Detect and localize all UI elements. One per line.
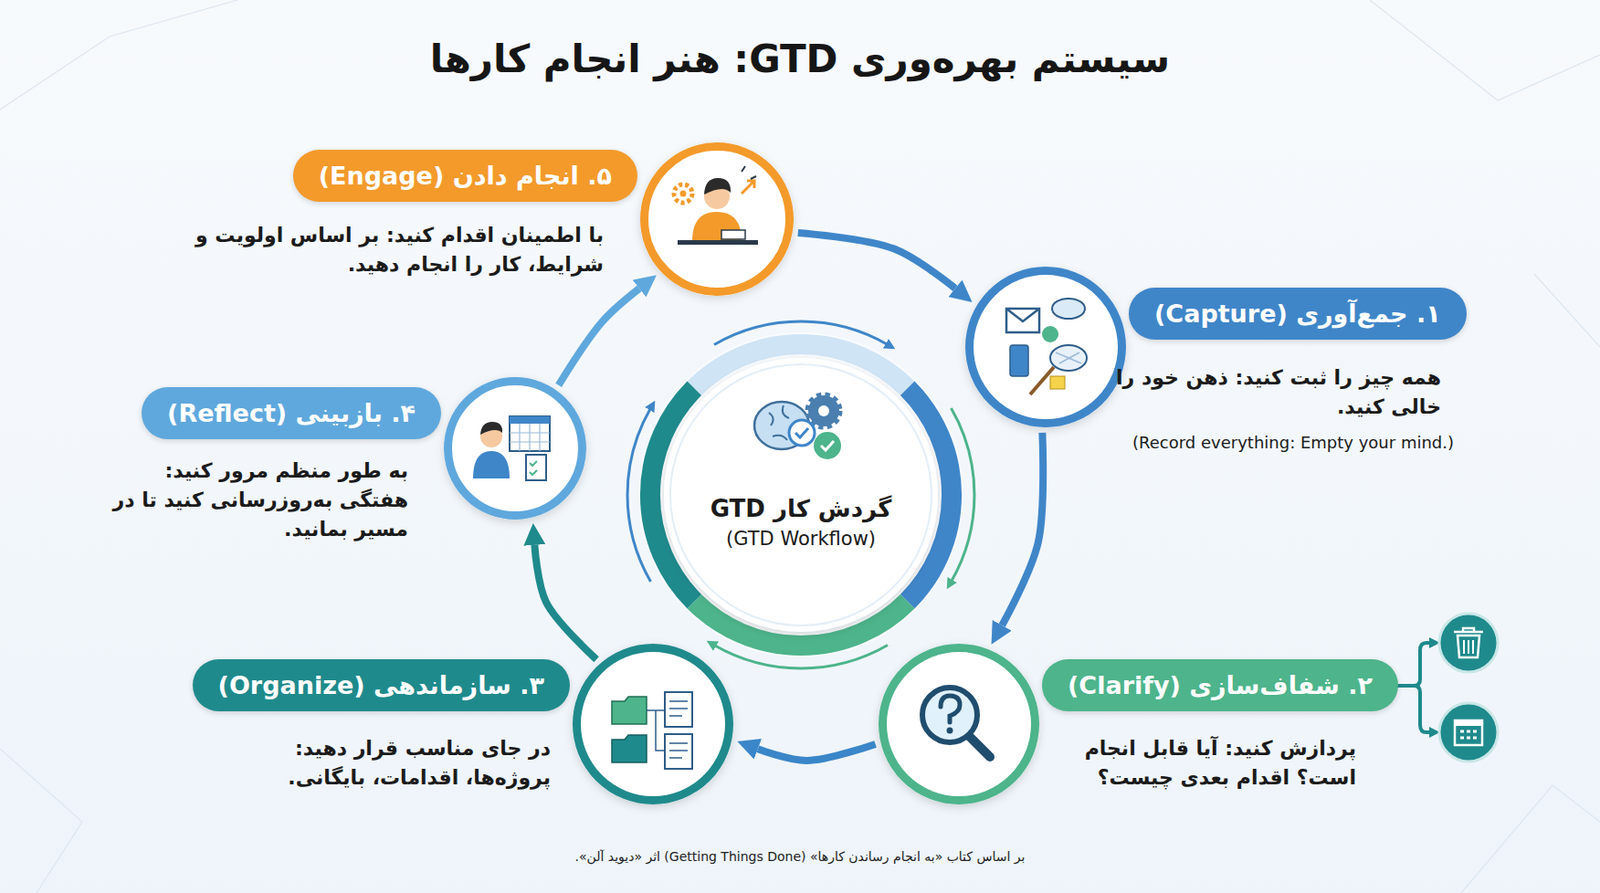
capture-icon: [1006, 298, 1087, 395]
page-title: سیستم بهره‌وری GTD: هنر انجام کارها: [0, 36, 1600, 82]
text-holder: ۴. بازبینی (Reflect): [141, 387, 442, 440]
engage-icon: [673, 166, 758, 245]
stage-translation: (Record everything: Empty your mind.): [1052, 431, 1454, 454]
stage-heading: ۴. بازبینی (Reflect): [141, 387, 442, 440]
stage-circle: ۵. انجام دادن (Engage)با اطمینان اقدام ک…: [640, 142, 794, 296]
stage-heading: ۲. شفاف‌سازی (Clarify): [1042, 659, 1399, 712]
flow-arrow: [534, 545, 597, 660]
text-holder: ۱. جمع‌آوری (Capture): [1128, 287, 1467, 340]
stage-circle: ۴. بازبینی (Reflect)به طور منظم مرور کنی…: [443, 377, 587, 520]
text-holder: (GTD Workflow): [726, 522, 876, 550]
text-holder: بر اساس کتاب «به انجام رساندن کارها» (Ge…: [0, 849, 1600, 864]
stage-heading: ۱. جمع‌آوری (Capture): [1128, 287, 1467, 340]
trash-icon: [1439, 613, 1498, 673]
stage-description: پردازش کنید: آیا قابل انجام است؟ اقدام ب…: [1054, 734, 1357, 793]
stage-description: در جای مناسب قرار دهید: پروژه‌ها، اقداما…: [240, 734, 551, 793]
text-holder: همه چیز را ثبت کنید: ذهن خود را خالی کنی…: [1075, 363, 1442, 422]
stage-description: با اطمینان اقدام کنید: بر اساس اولویت و …: [165, 221, 604, 280]
reflect-icon: [473, 416, 550, 481]
flow-arrow: [558, 288, 640, 386]
calendar-icon: [1439, 703, 1498, 762]
clarify-branch: [1397, 642, 1431, 733]
text-holder: ۲. شفاف‌سازی (Clarify): [1042, 659, 1399, 712]
stage-circle: ۲. شفاف‌سازی (Clarify)پردازش کنید: آیا ق…: [878, 643, 1040, 805]
text-holder: (Record everything: Empty your mind.): [1052, 431, 1454, 454]
text-holder: به طور منظم مرور کنید: هفتگی به‌روزرسانی…: [106, 456, 409, 545]
center-subtitle: (GTD Workflow): [726, 527, 876, 550]
flow-arrow: [1001, 432, 1043, 626]
text-holder: در جای مناسب قرار دهید: پروژه‌ها، اقداما…: [240, 734, 551, 793]
text-holder: گردش کار GTD: [710, 494, 893, 523]
brain-icon: [754, 395, 842, 460]
stage-heading: ۳. سازماندهی (Organize): [192, 659, 570, 712]
center-circle: گردش کار GTD (GTD Workflow): [663, 357, 938, 632]
stage-circle: ۳. سازماندهی (Organize)در جای مناسب قرار…: [572, 643, 734, 805]
stage-heading: ۵. انجام دادن (Engage): [293, 149, 638, 202]
caption: بر اساس کتاب «به انجام رساندن کارها» (Ge…: [0, 849, 1600, 864]
center-ring: [627, 321, 975, 669]
stage-description: همه چیز را ثبت کنید: ذهن خود را خالی کنی…: [1075, 363, 1442, 422]
flow-arrow: [798, 232, 956, 289]
flow-arrow: [757, 744, 876, 761]
text-holder: سیستم بهره‌وری GTD: هنر انجام کارها: [0, 36, 1600, 82]
text-holder: ۵. انجام دادن (Engage): [293, 149, 638, 202]
center-title: گردش کار GTD: [710, 494, 893, 523]
text-holder: پردازش کنید: آیا قابل انجام است؟ اقدام ب…: [1054, 734, 1357, 793]
stage-circle: ۱. جمع‌آوری (Capture)همه چیز را ثبت کنید…: [965, 266, 1127, 428]
clarify-icon: [922, 687, 990, 758]
stage-description: به طور منظم مرور کنید: هفتگی به‌روزرسانی…: [106, 456, 409, 545]
text-holder: با اطمینان اقدام کنید: بر اساس اولویت و …: [165, 221, 604, 280]
text-holder: ۳. سازماندهی (Organize): [192, 659, 570, 712]
organize-icon: [611, 692, 693, 769]
